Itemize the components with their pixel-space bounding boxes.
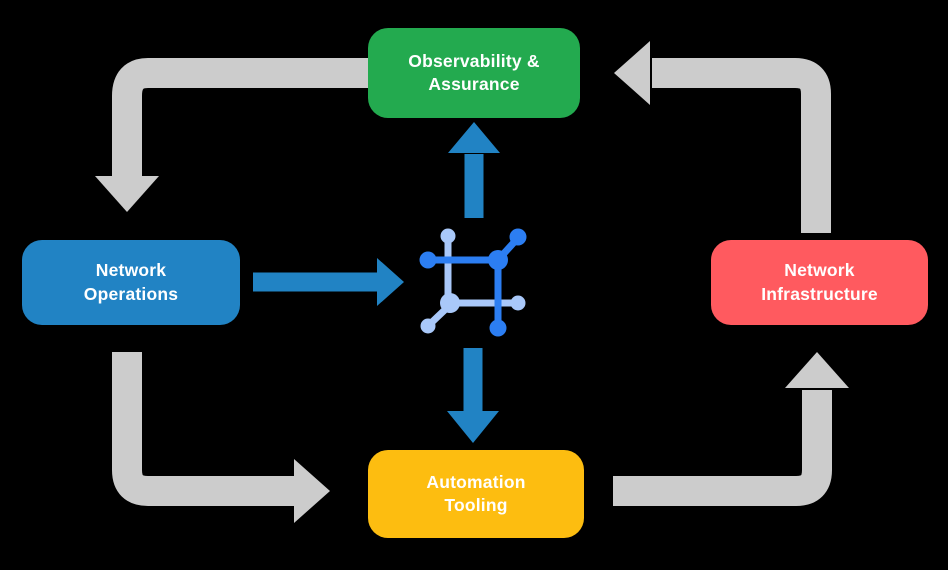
arrowhead-up bbox=[785, 352, 849, 388]
arrowhead-up bbox=[448, 122, 500, 153]
node-label-line: Tooling bbox=[444, 495, 508, 515]
node-label-line: Assurance bbox=[428, 74, 520, 94]
node-label-line: Observability & bbox=[408, 50, 540, 71]
network-automation-icon bbox=[419, 228, 527, 337]
node-label-line: Automation bbox=[426, 471, 526, 492]
node-observability-assurance: Observability & Assurance bbox=[368, 28, 580, 118]
arrowhead-down bbox=[95, 176, 159, 212]
arrowhead-right bbox=[377, 258, 404, 306]
node-label-line: Infrastructure bbox=[761, 283, 878, 304]
flow-arrow-operations-to-automation bbox=[112, 352, 330, 523]
node-automation-tooling: Automation Tooling bbox=[368, 450, 584, 538]
blue-arrow-center-to-observability bbox=[448, 122, 500, 218]
node-network-infrastructure: Network Infrastructure bbox=[711, 240, 928, 325]
icon-node-top-right bbox=[488, 250, 508, 270]
node-label-line: Network bbox=[95, 260, 167, 281]
flow-arrow-observability-to-operations bbox=[95, 58, 370, 212]
blue-arrow-operations-to-center bbox=[253, 258, 404, 306]
arrowhead-left bbox=[614, 41, 650, 105]
flow-arrow-infrastructure-to-observability bbox=[614, 41, 831, 233]
node-label-line: Operations bbox=[83, 283, 179, 304]
node-network-operations: Network Operations bbox=[22, 240, 240, 325]
icon-node-bottom-left bbox=[440, 293, 460, 313]
arrowhead-down bbox=[447, 411, 499, 443]
flow-arrow-automation-to-infrastructure bbox=[613, 352, 849, 506]
blue-arrow-center-to-automation bbox=[447, 348, 499, 443]
node-label-line: Network bbox=[784, 260, 855, 281]
arrowhead-right bbox=[294, 459, 330, 523]
